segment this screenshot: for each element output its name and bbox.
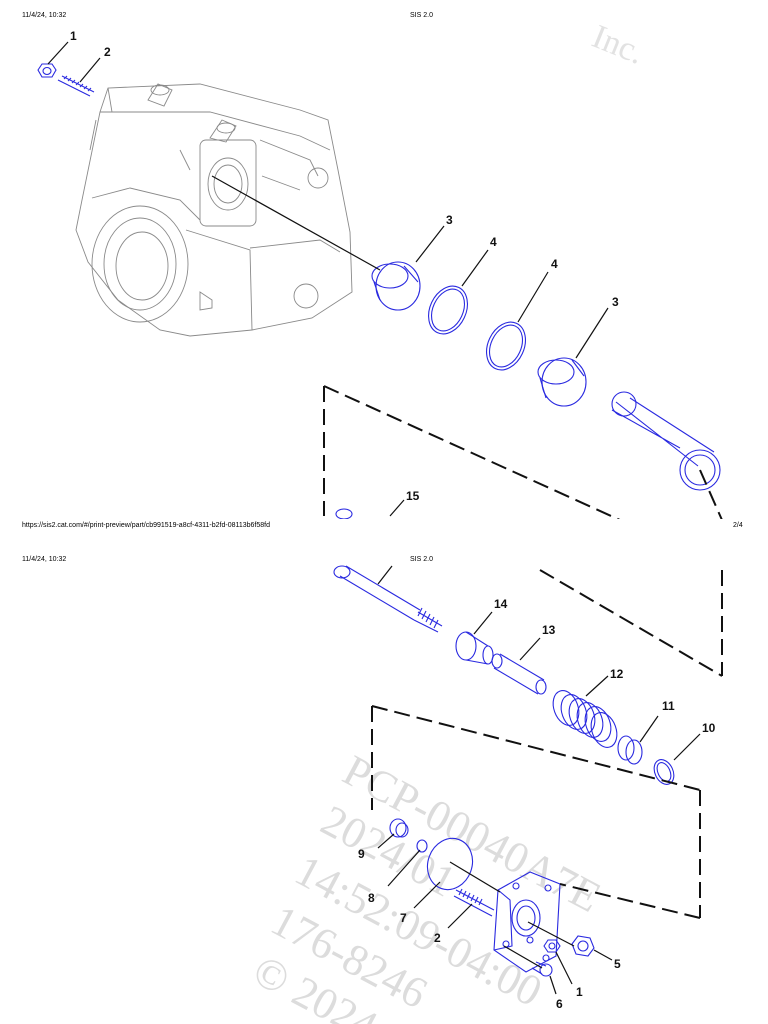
part-15-head-partial	[335, 508, 353, 520]
leader-13	[519, 637, 541, 661]
leader-4-b	[517, 271, 549, 323]
part-3-bearing-lower	[537, 357, 587, 407]
leader-5	[593, 949, 613, 961]
leader-9	[377, 833, 395, 849]
print-datetime-page2: 11/4/24, 10:32	[22, 556, 67, 563]
leader-15	[389, 499, 405, 517]
part-2-stud	[57, 75, 95, 97]
part-4-ring-b	[486, 321, 526, 371]
part-15-bolt	[333, 565, 443, 633]
assembly-axis-line	[211, 175, 381, 271]
leader-6	[549, 975, 557, 995]
callout-4b: 4	[551, 257, 558, 271]
callout-12: 12	[610, 667, 624, 681]
callout-3: 3	[446, 213, 453, 227]
assembly-axis-lower	[449, 861, 501, 893]
assembly-axis-fitting	[527, 921, 575, 947]
watermark-top: Inc.	[587, 18, 649, 72]
cover-plate	[493, 871, 561, 973]
part-9-plug	[389, 818, 409, 838]
sleeve	[611, 391, 721, 491]
part-13-pin	[491, 653, 547, 695]
part-6-bolt	[531, 961, 553, 977]
leader-8	[387, 849, 421, 887]
print-title: SIS 2.0	[410, 12, 433, 19]
part-5-fitting	[571, 935, 595, 957]
dashed-bracket-right	[699, 469, 723, 521]
leader-14	[473, 611, 493, 635]
callout-5: 5	[614, 957, 621, 971]
callout-13: 13	[542, 623, 556, 637]
callout-14: 14	[494, 597, 508, 611]
callout-1-lower: 1	[576, 985, 583, 999]
print-title-page2: SIS 2.0	[410, 556, 433, 563]
dashed-bracket-upper-diag	[539, 569, 723, 677]
part-4-ring-a	[428, 285, 468, 335]
part-2-stud-lower	[453, 888, 495, 917]
print-datetime: 11/4/24, 10:32	[22, 12, 67, 19]
leader-10	[673, 733, 701, 761]
leader-1-lower	[555, 951, 573, 985]
callout-9: 9	[358, 847, 365, 861]
leader-11	[639, 715, 659, 743]
part-3-bearing-upper	[371, 261, 421, 311]
part-4-ring-a-inner	[430, 288, 466, 332]
part-1-nut-lower	[543, 939, 561, 953]
assembly-axis-bolt	[503, 945, 543, 969]
leader-2	[79, 57, 101, 83]
page-break	[0, 519, 768, 547]
part-4-ring-b-inner	[488, 324, 524, 368]
dashed-bracket-lower-diag	[371, 705, 701, 791]
print-footer-url: https://sis2.cat.com/#/print-preview/par…	[22, 522, 270, 529]
dashed-bracket-top	[323, 385, 621, 521]
dashed-bracket-lower-return	[559, 883, 701, 919]
callout-2: 2	[104, 45, 111, 59]
leader-7	[413, 881, 441, 909]
leader-3-lower	[575, 307, 609, 359]
callout-3b: 3	[612, 295, 619, 309]
callout-11: 11	[662, 699, 675, 713]
leader-12	[585, 675, 609, 697]
callout-7: 7	[400, 911, 407, 925]
part-1-nut	[37, 63, 57, 78]
leader-2-lower	[447, 903, 473, 929]
part-8-o-ring	[416, 839, 428, 853]
part-11-retainer	[617, 735, 643, 765]
callout-8: 8	[368, 891, 375, 905]
leader-15-lower	[377, 565, 393, 585]
callout-10: 10	[702, 721, 716, 735]
leader-3-upper	[415, 225, 445, 263]
part-7-gasket	[426, 837, 474, 891]
callout-1: 1	[70, 29, 77, 43]
watermark-stamp: PCP-00040A7E 2024/01 14:52:09-04:00 176-…	[245, 746, 608, 1024]
part-14-bushing	[455, 631, 494, 665]
callout-6: 6	[556, 997, 563, 1011]
leader-4-a	[461, 249, 489, 287]
part-12-spring	[552, 690, 618, 748]
callout-2-lower: 2	[434, 931, 441, 945]
print-page-number: 2/4	[733, 522, 743, 529]
part-10-snap-ring	[653, 759, 675, 785]
leader-1	[47, 41, 69, 65]
pump-housing	[75, 83, 353, 337]
callout-15: 15	[406, 489, 420, 503]
callout-4: 4	[490, 235, 497, 249]
